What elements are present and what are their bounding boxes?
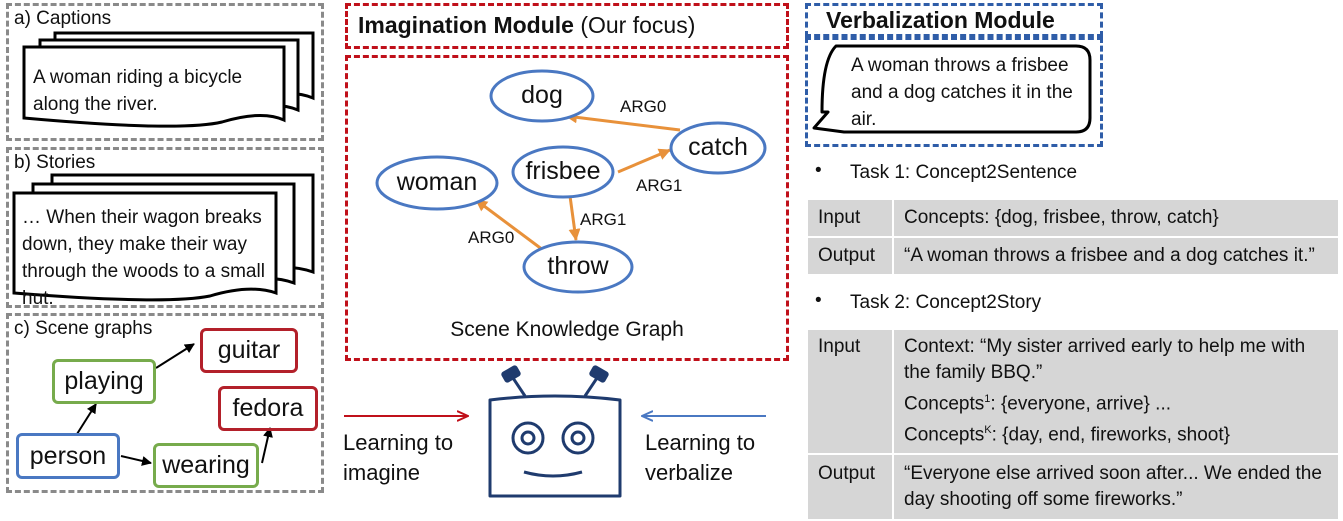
task2-concepts-last: ConceptsK: {day, end, fireworks, shoot} <box>904 424 1230 446</box>
scene-graphs-label: c) Scene graphs <box>14 318 153 339</box>
task2-output-line1: “Everyone else arrived soon after... We … <box>904 462 1322 484</box>
kg-label-catch: catch <box>688 133 748 161</box>
stories-document-stack <box>12 173 315 302</box>
kg-node-dog <box>489 69 595 123</box>
stories-text: … When their wagon breaks down, they mak… <box>22 207 265 309</box>
stories-label: b) Stories <box>14 152 96 173</box>
edge-playing-guitar <box>155 343 195 369</box>
captions-panel <box>6 3 324 141</box>
speech-bubble-text: A woman throws a frisbee and a dog catch… <box>851 55 1073 130</box>
scene-knowledge-graph <box>375 69 767 294</box>
task2-table: Input Context: “My sister arrived early … <box>806 328 1340 521</box>
task2-bullet: • <box>815 290 822 311</box>
edge-label-frisbee-catch: ARG1 <box>636 176 683 195</box>
stories-panel <box>6 147 324 308</box>
imagination-title: Imagination Module (Our focus) <box>358 12 695 39</box>
edge-label-throw-woman: ARG0 <box>468 228 515 247</box>
task2-output-line2: day shooting off some fireworks.” <box>904 488 1183 510</box>
scene-graph-arrows <box>76 343 273 466</box>
imagination-panel <box>345 55 789 361</box>
edge-person-playing <box>76 403 97 435</box>
task2-input-row: Input Context: “My sister arrived early … <box>806 328 1340 455</box>
task1-input-row: Input Concepts: {dog, frisbee, throw, ca… <box>806 198 1340 238</box>
kg-label-frisbee: frisbee <box>525 157 601 185</box>
learning-to-verbalize-line2: verbalize <box>645 460 734 485</box>
edge-wearing-fedora <box>261 427 273 464</box>
task2-output-label: Output <box>806 452 894 521</box>
edge-frisbee-catch <box>617 148 671 174</box>
sg-node-wearing: wearing <box>153 443 259 488</box>
sg-node-playing: playing <box>52 359 156 404</box>
speech-bubble <box>812 44 1092 134</box>
imagination-title-bold: Imagination Module <box>358 12 574 38</box>
task1-output-label: Output <box>806 236 894 276</box>
edge-throw-woman <box>475 198 544 252</box>
imagination-title-box <box>345 3 789 49</box>
kg-node-catch <box>669 121 767 175</box>
task2-output-value: “Everyone else arrived soon after... We … <box>892 452 1340 521</box>
edge-frisbee-throw <box>568 195 581 241</box>
edge-label-frisbee-throw: ARG1 <box>580 210 627 229</box>
verbalization-title-box <box>805 3 1103 37</box>
edge-label-catch-dog: ARG0 <box>620 97 667 116</box>
scene-graphs-panel <box>6 313 324 493</box>
learning-to-imagine-line1: Learning to <box>343 430 454 455</box>
edge-person-wearing <box>120 455 152 466</box>
knowledge-graph-caption: Scene Knowledge Graph <box>450 318 684 341</box>
captions-document-stack <box>22 31 315 128</box>
kg-label-throw: throw <box>547 252 609 280</box>
task2-input-value: Context: “My sister arrived early to hel… <box>892 328 1340 455</box>
task1-bullet: • <box>815 160 822 181</box>
task2-context-line2: the family BBQ.” <box>904 362 1043 383</box>
captions-label: a) Captions <box>14 8 112 29</box>
task1-table: Input Concepts: {dog, frisbee, throw, ca… <box>806 198 1340 276</box>
robot-illustration <box>344 365 766 498</box>
kg-node-throw <box>522 240 634 294</box>
task1-output-value: “A woman throws a frisbee and a dog catc… <box>892 236 1340 276</box>
sg-node-fedora: fedora <box>218 386 318 431</box>
imagination-title-rest: (Our focus) <box>580 12 696 38</box>
task1-title: Task 1: Concept2Sentence <box>850 162 1078 183</box>
task1-input-label: Input <box>806 198 894 238</box>
task2-title: Task 2: Concept2Story <box>850 292 1042 313</box>
sg-node-guitar: guitar <box>200 328 298 373</box>
task2-output-row: Output “Everyone else arrived soon after… <box>806 452 1340 521</box>
verbalization-title: Verbalization Module <box>826 7 1055 33</box>
task2-input-label: Input <box>806 328 894 455</box>
kg-node-woman <box>375 155 499 211</box>
task1-input-value: Concepts: {dog, frisbee, throw, catch} <box>892 198 1340 238</box>
sg-node-person: person <box>16 433 120 479</box>
kg-node-frisbee <box>511 145 615 199</box>
task1-output-row: Output “A woman throws a frisbee and a d… <box>806 236 1340 276</box>
task2-context-line1: Context: “My sister arrived early to hel… <box>904 336 1306 357</box>
verbalization-panel <box>805 37 1103 147</box>
learning-to-verbalize-line1: Learning to <box>645 430 756 455</box>
kg-label-woman: woman <box>396 168 478 196</box>
edge-catch-dog <box>565 111 681 132</box>
learning-to-imagine-line2: imagine <box>343 460 421 485</box>
task2-concepts-first: Concepts1: {everyone, arrive} ... <box>904 393 1171 415</box>
kg-label-dog: dog <box>521 81 563 109</box>
captions-text: A woman riding a bicycle along the river… <box>33 67 243 115</box>
